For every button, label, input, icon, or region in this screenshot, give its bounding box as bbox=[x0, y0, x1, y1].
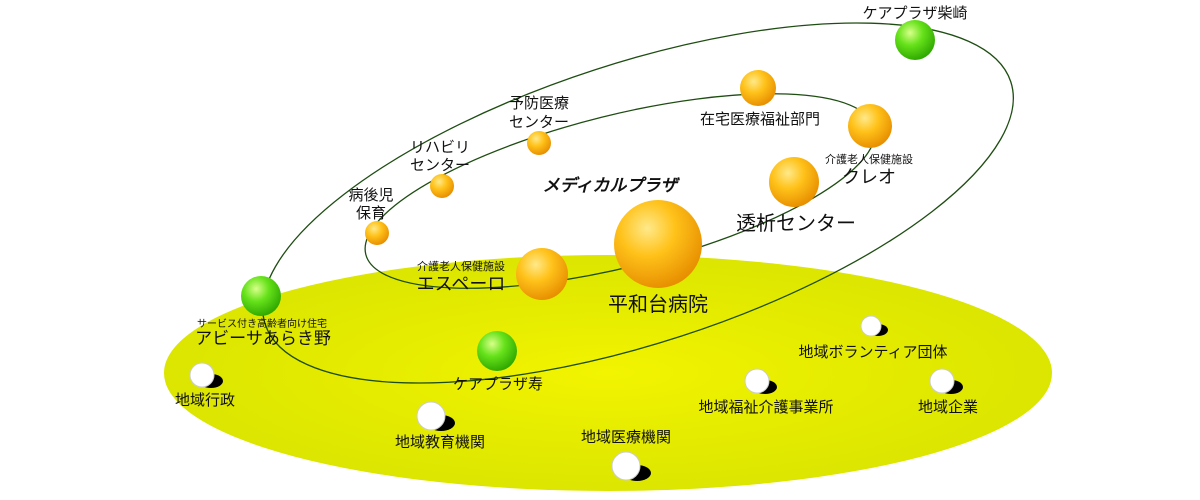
orange-sphere-icon bbox=[848, 104, 892, 148]
white-sphere-icon bbox=[929, 368, 955, 394]
orbit-node-rehab: リハビリ センター bbox=[410, 138, 470, 198]
white-sphere-icon bbox=[611, 451, 641, 481]
home-care-label: 在宅医療福祉部門 bbox=[700, 110, 820, 128]
orbit-node-dialysis: 透析センター bbox=[736, 157, 856, 235]
orange-sphere-icon bbox=[614, 200, 702, 288]
cleo-small-label: 介護老人保健施設 bbox=[825, 152, 913, 166]
prevention-label-line2: センター bbox=[509, 113, 569, 131]
orange-sphere-icon bbox=[516, 248, 568, 300]
outer-orbit bbox=[262, 22, 1014, 384]
orbit-node-kotobuki: ケアプラザ寿 bbox=[453, 331, 543, 393]
orange-sphere-icon bbox=[740, 70, 776, 106]
orange-sphere-icon bbox=[365, 221, 389, 245]
white-sphere-icon bbox=[860, 315, 882, 337]
orbit-node-cleo: 介護老人保健施設 クレオ bbox=[825, 104, 913, 188]
abisa-label: アビーサあらき野 bbox=[195, 329, 331, 349]
abisa-small-label: サービス付き高齢者向け住宅 bbox=[197, 317, 327, 330]
government-label: 地域行政 bbox=[175, 391, 235, 409]
prevention-label-line1: 予防医療 bbox=[509, 94, 569, 112]
enterprise-label: 地域企業 bbox=[918, 398, 978, 416]
kotobuki-label: ケアプラザ寿 bbox=[453, 375, 543, 393]
orbit-node-shibasaki: ケアプラザ柴崎 bbox=[862, 4, 968, 60]
green-sphere-icon bbox=[241, 276, 281, 316]
community-node-education: 地域教育機関 bbox=[395, 401, 485, 451]
orbit-node-hospital: 平和台病院 bbox=[608, 200, 708, 316]
community-node-government: 地域行政 bbox=[175, 362, 235, 409]
orbit-node-childcare: 病後児 保育 bbox=[348, 186, 394, 245]
white-sphere-icon bbox=[189, 362, 215, 388]
education-label: 地域教育機関 bbox=[395, 433, 485, 451]
green-sphere-icon bbox=[895, 20, 935, 60]
community-ground bbox=[164, 255, 1052, 491]
orbit-node-home-care: 在宅医療福祉部門 bbox=[700, 70, 820, 128]
orange-sphere-icon bbox=[769, 157, 819, 207]
welfare-label: 地域福祉介護事業所 bbox=[698, 398, 833, 416]
orange-sphere-icon bbox=[527, 131, 551, 155]
espero-small-label: 介護老人保健施設 bbox=[417, 259, 505, 273]
community-node-volunteer: 地域ボランティア団体 bbox=[798, 315, 948, 361]
hospital-label: 平和台病院 bbox=[608, 292, 708, 316]
orbit-node-prevention: 予防医療 センター bbox=[509, 94, 569, 155]
green-sphere-icon bbox=[477, 331, 517, 371]
shibasaki-label: ケアプラザ柴崎 bbox=[862, 4, 967, 22]
volunteer-label: 地域ボランティア団体 bbox=[798, 343, 947, 361]
childcare-label-line2: 保育 bbox=[356, 204, 386, 222]
white-sphere-icon bbox=[744, 368, 770, 394]
orbit-node-espero: 介護老人保健施設 エスペーロ bbox=[417, 248, 568, 300]
orbit-node-abisa: サービス付き高齢者向け住宅 アビーサあらき野 bbox=[195, 276, 331, 349]
community-node-medical: 地域医療機関 bbox=[581, 428, 671, 481]
community-node-welfare: 地域福祉介護事業所 bbox=[698, 368, 834, 416]
dialysis-label: 透析センター bbox=[736, 211, 856, 235]
rehab-label-line1: リハビリ bbox=[410, 138, 470, 156]
center-title: メディカルプラザ bbox=[543, 176, 681, 196]
rehab-label-line2: センター bbox=[410, 156, 470, 174]
medical-label: 地域医療機関 bbox=[581, 428, 671, 446]
white-sphere-icon bbox=[416, 401, 446, 431]
orange-sphere-icon bbox=[430, 174, 454, 198]
childcare-label-line1: 病後児 bbox=[348, 186, 393, 204]
espero-label: エスペーロ bbox=[417, 274, 506, 295]
community-node-enterprise: 地域企業 bbox=[918, 368, 978, 416]
cleo-label: クレオ bbox=[842, 167, 896, 188]
